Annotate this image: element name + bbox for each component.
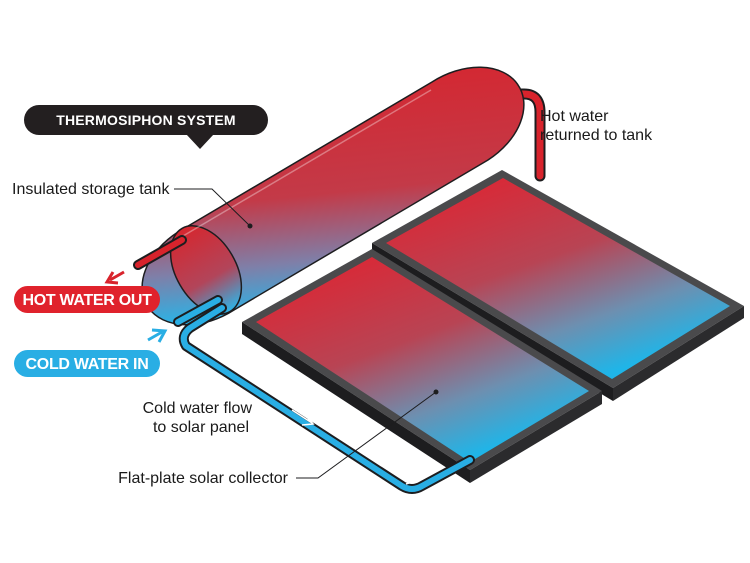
cold-water-in-badge: COLD WATER IN <box>14 350 160 377</box>
hot-water-out-pipe <box>104 235 187 285</box>
hot-out-arrow <box>104 270 125 285</box>
storage-tank <box>141 66 525 326</box>
cold-flow-arrow-2 <box>405 477 425 485</box>
hot-return-label-line1: Hot water <box>540 108 609 125</box>
solar-panel-left <box>242 249 602 483</box>
cold-in-arrow <box>147 328 168 343</box>
cold-water-in-pipe <box>147 295 223 343</box>
collector-leader-dot <box>433 389 439 395</box>
hot-return-label-line2: returned to tank <box>540 127 653 144</box>
hot-out-text: HOT WATER OUT <box>22 292 152 309</box>
cold-in-text: COLD WATER IN <box>26 356 149 373</box>
tank-label: Insulated storage tank <box>12 181 170 198</box>
cold-flow-label-line1: Cold water flow <box>143 400 253 417</box>
cold-flow-arrow-1 <box>291 409 315 426</box>
title-text: THERMOSIPHON SYSTEM <box>56 112 236 128</box>
collector-leader <box>296 391 437 479</box>
cold-feed-pipe <box>178 303 475 494</box>
collector-label: Flat-plate solar collector <box>118 470 289 487</box>
leader-lines <box>174 188 437 479</box>
tank-leader-dot <box>247 223 253 229</box>
hot-water-out-badge: HOT WATER OUT <box>14 286 160 313</box>
cold-flow-label-line2: to solar panel <box>153 419 249 436</box>
title-badge: THERMOSIPHON SYSTEM <box>24 105 268 149</box>
tank-leader <box>174 188 251 227</box>
